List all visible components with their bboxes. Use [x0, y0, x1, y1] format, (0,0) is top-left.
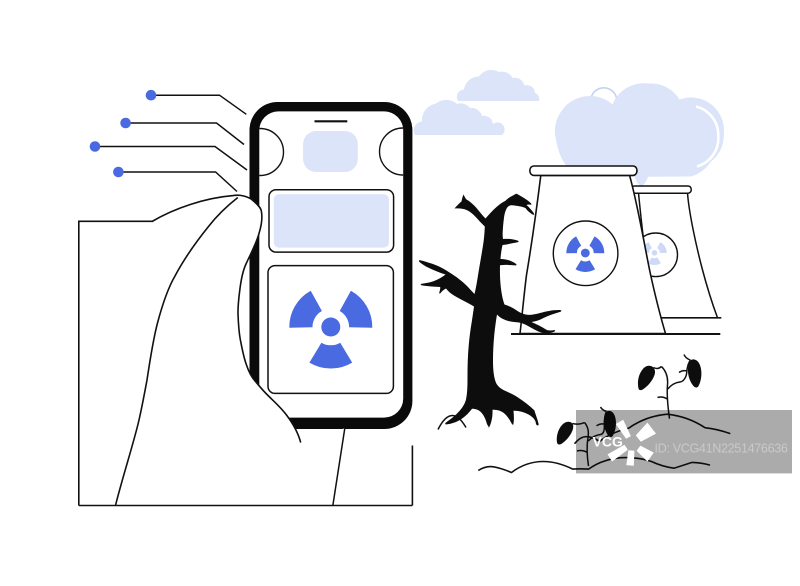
svg-text:VCG: VCG	[593, 434, 623, 450]
svg-text:ID: VCG41N2251476636: ID: VCG41N2251476636	[655, 441, 788, 455]
